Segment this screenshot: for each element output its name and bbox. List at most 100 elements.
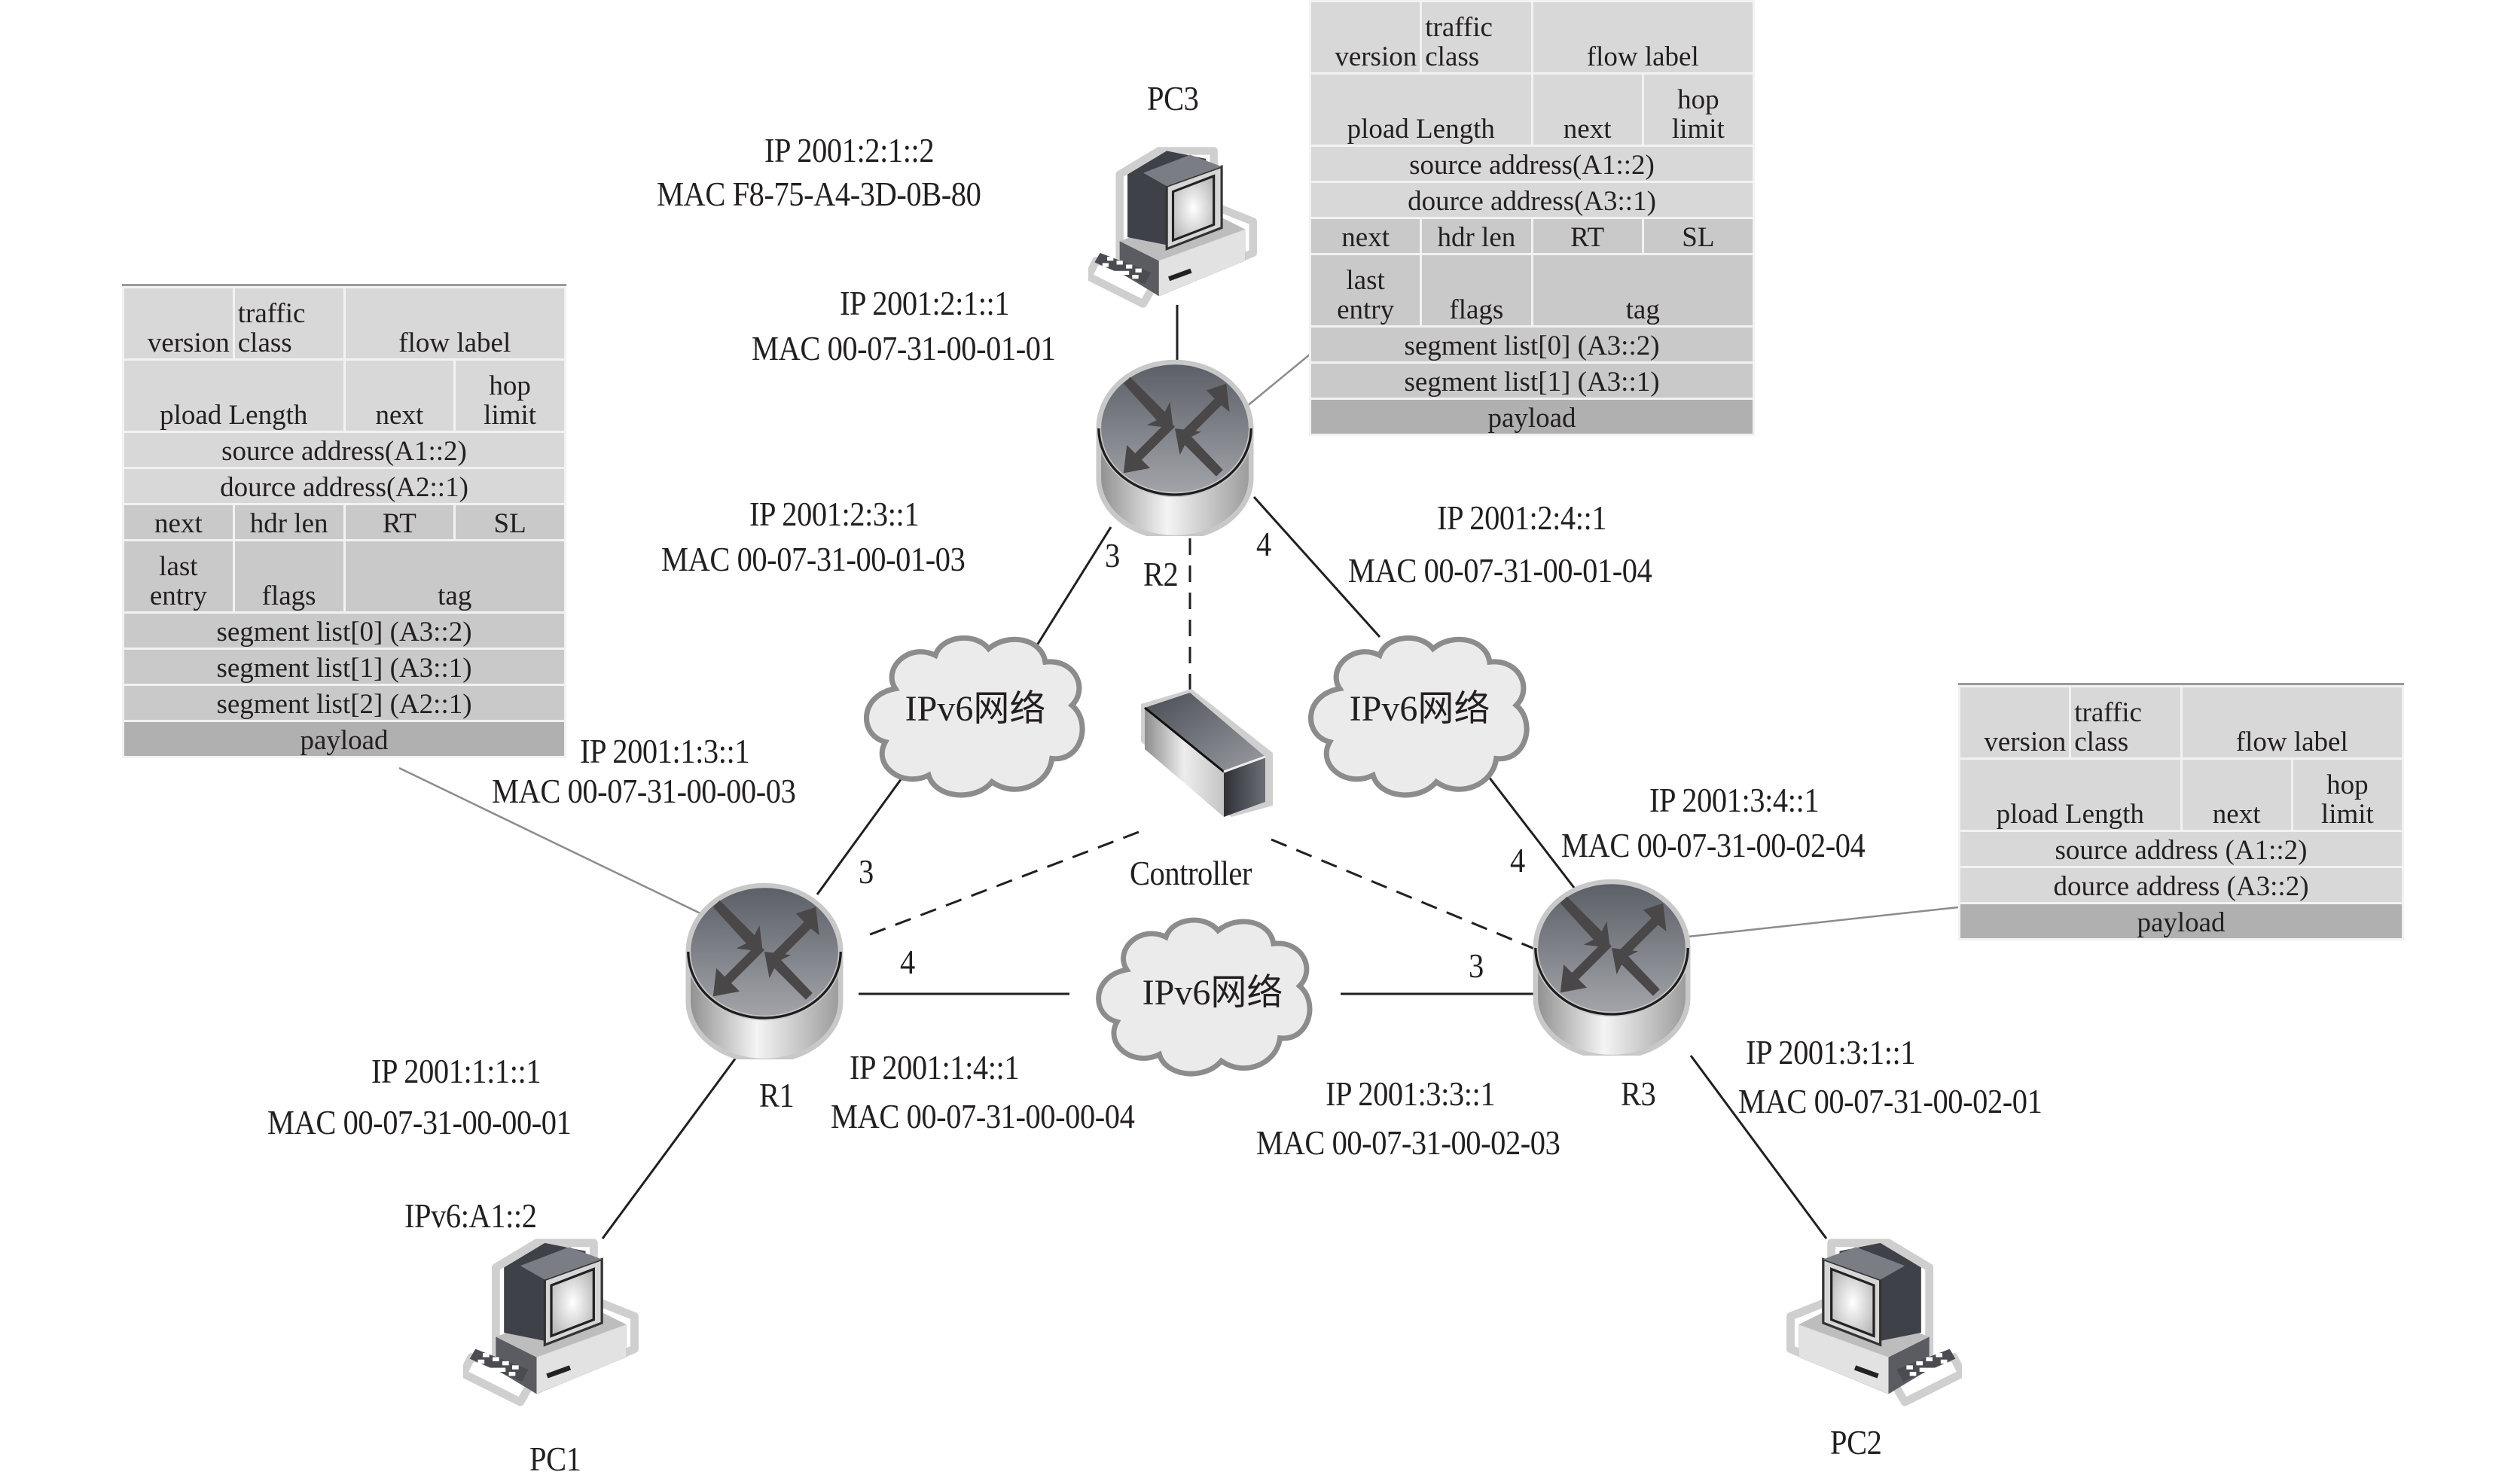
pc2-name: PC2 [1830, 1423, 1882, 1461]
r2-port-4: 4 [1256, 525, 1271, 563]
ipv6-network-cloud-bottom: IPv6网络 [1099, 920, 1310, 1074]
r3-if1-mac: MAC 00-07-31-00-02-01 [1738, 1082, 2043, 1120]
computer-icon [463, 1243, 635, 1402]
r3-if1-ip: IP 2001:3:1::1 [1746, 1033, 1916, 1071]
srh-hdr-len: hdr len [1420, 217, 1533, 255]
last-entry-line1: last [1346, 265, 1385, 297]
field-version: version [1957, 685, 2072, 760]
last-entry-line2: entry [149, 581, 207, 612]
link-r2-cloud-left [1030, 526, 1112, 654]
r3-port-4: 4 [1510, 841, 1525, 879]
r2-if4-ip: IP 2001:2:4::1 [1437, 498, 1607, 537]
traffic-class-line1: traffic [237, 298, 306, 330]
router-r2[interactable] [1099, 362, 1251, 538]
field-source-address: source address(A1::2) [122, 431, 566, 469]
traffic-class-line2: class [237, 328, 292, 359]
control-link-r3 [1271, 838, 1539, 952]
callout-r2-packet [1246, 353, 1311, 407]
router-icon [1536, 882, 1688, 1057]
r2-if3-ip: IP 2001:2:3::1 [749, 495, 920, 533]
pc1-name: PC1 [529, 1440, 581, 1478]
callout-r1-packet [398, 766, 728, 928]
field-payload: payload [1958, 902, 2404, 940]
r2-port-3: 3 [1105, 536, 1120, 574]
field-destination-address: dource address (A3::2) [1958, 866, 2404, 904]
field-next-header: next [343, 358, 456, 433]
r1-if4-ip: IP 2001:1:4::1 [850, 1048, 1020, 1086]
last-entry-line1: last [159, 551, 198, 583]
r3-if4-ip: IP 2001:3:4::1 [1649, 781, 1820, 819]
router-r1[interactable] [688, 885, 841, 1061]
r1-if3-ip: IP 2001:1:3::1 [580, 732, 750, 770]
r3-if4-mac: MAC 00-07-31-00-02-04 [1561, 826, 1866, 864]
srh-hdr-len: hdr len [232, 503, 346, 541]
field-payload: payload [1309, 398, 1755, 436]
field-version: version [122, 286, 235, 361]
hop-limit-line1: hop [489, 370, 531, 402]
srh-segment-list-0: segment list[0] (A3::2) [1309, 325, 1755, 364]
r2-if1-ip: IP 2001:2:1::1 [840, 284, 1010, 322]
srh-segment-list-0: segment list[0] (A3::2) [122, 611, 566, 650]
cloud-label: IPv6网络 [1143, 973, 1283, 1013]
controller-device[interactable] [1141, 689, 1273, 817]
cloud-label: IPv6网络 [905, 689, 1046, 729]
field-payload: payload [122, 720, 566, 758]
srh-flags: flags [232, 539, 346, 614]
ipv6-network-cloud-left: IPv6网络 [866, 638, 1082, 795]
pc3-ip: IP 2001:2:1::2 [764, 131, 935, 169]
traffic-class-line1: traffic [1425, 12, 1493, 44]
router-icon [1099, 362, 1251, 538]
router-r3[interactable] [1536, 882, 1688, 1057]
r3-if3-mac: MAC 00-07-31-00-02-03 [1256, 1123, 1561, 1162]
srh-rt: RT [343, 503, 456, 541]
link-r1-pc1 [601, 1057, 737, 1239]
links [601, 305, 1828, 1239]
cloud-label: IPv6网络 [1350, 689, 1490, 729]
pc3-computer[interactable] [1088, 151, 1253, 303]
field-version: version [1308, 0, 1423, 75]
srh-tag: tag [343, 539, 566, 614]
field-source-address: source address (A1::2) [1958, 830, 2404, 868]
control-link-r1 [862, 830, 1139, 939]
field-destination-address: dource address(A2::1) [122, 467, 566, 505]
field-next-header: next [1530, 72, 1644, 147]
srh-segment-list-2: segment list[2] (A2::1) [122, 684, 566, 722]
field-payload-length: pload Length [1958, 757, 2183, 832]
router-icon [688, 885, 841, 1061]
srh-rt: RT [1530, 217, 1644, 255]
srh-segment-list-1: segment list[1] (A3::1) [122, 648, 566, 686]
ipv6-network-cloud-right: IPv6网络 [1310, 638, 1527, 795]
r1-if4-mac: MAC 00-07-31-00-00-04 [831, 1097, 1135, 1135]
pc1-computer[interactable] [463, 1243, 635, 1402]
r3-if3-ip: IP 2001:3:3::1 [1326, 1074, 1496, 1113]
field-payload-length: pload Length [122, 358, 346, 433]
field-flow-label: flow label [1530, 0, 1755, 75]
srh-sl: SL [1641, 217, 1756, 255]
r2-name: R2 [1143, 555, 1179, 593]
r3-name: R3 [1621, 1074, 1656, 1113]
srh-flags: flags [1420, 253, 1533, 328]
field-payload-length: pload Length [1309, 72, 1533, 147]
r2-if1-mac: MAC 00-07-31-00-01-01 [752, 329, 1056, 367]
traffic-class-line1: traffic [2074, 697, 2142, 729]
pc2-computer[interactable] [1791, 1243, 1963, 1402]
hop-limit-line1: hop [2326, 769, 2369, 801]
r1-port-4: 4 [900, 943, 915, 981]
pc3-name: PC3 [1147, 79, 1199, 117]
hop-limit-line2: limit [1671, 114, 1725, 145]
link-cloud-left-r1 [816, 761, 915, 895]
hop-limit-line2: limit [484, 400, 537, 431]
traffic-class-line2: class [1425, 41, 1480, 73]
